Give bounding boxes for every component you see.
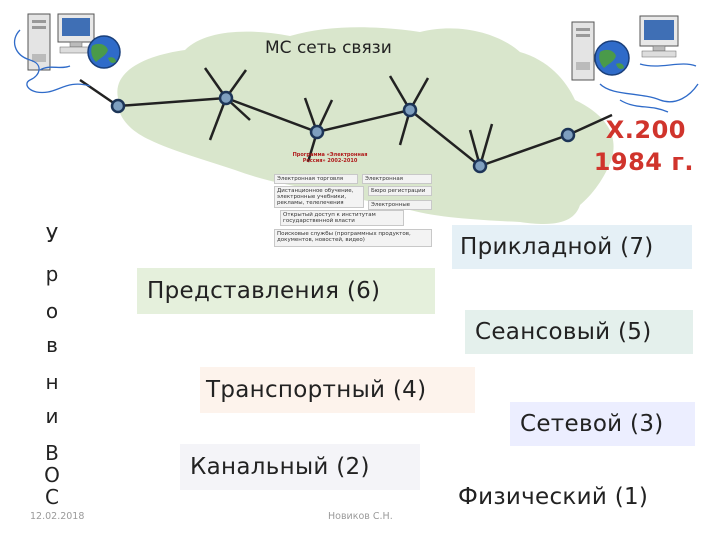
program-item: Электронные подписи xyxy=(368,200,432,210)
level-application: Прикладной (7) xyxy=(452,225,692,269)
vertical-label-letter: У xyxy=(42,223,62,247)
level-physical: Физический (1) xyxy=(458,484,698,528)
vertical-label-letter: О xyxy=(42,463,62,487)
program-item: Электронная коммерция xyxy=(362,174,432,184)
vertical-label-letter: н xyxy=(42,370,62,394)
footer-date: 12.02.2018 xyxy=(30,511,84,522)
level-presentation: Представления (6) xyxy=(137,268,435,314)
program-title: Программа «Электронная Россия» 2002-2010 xyxy=(288,152,372,164)
network-node xyxy=(311,126,323,138)
computer-icon xyxy=(28,14,94,70)
network-node xyxy=(404,104,416,116)
vertical-label-letter: В xyxy=(42,441,62,465)
vertical-label-letter: и xyxy=(42,404,62,428)
program-item: Бюро регистрации xyxy=(368,186,432,196)
network-title: МС сеть связи xyxy=(265,38,392,58)
footer-author: Новиков С.Н. xyxy=(328,511,393,522)
network-node xyxy=(220,92,232,104)
program-item: Открытый доступ к институтам государстве… xyxy=(280,210,404,226)
globe-icon xyxy=(595,41,629,75)
computer-icon-right-tower xyxy=(572,22,594,80)
computer-icon-right-monitor xyxy=(640,16,678,57)
level-transport: Транспортный (4) xyxy=(200,367,475,413)
vertical-label-letter: р xyxy=(42,262,62,286)
network-node xyxy=(562,129,574,141)
level-data-link: Канальный (2) xyxy=(180,444,420,490)
vertical-label-letter: С xyxy=(42,485,62,509)
computer-icon-left-tower xyxy=(28,14,50,70)
program-item: Электронная торговля xyxy=(274,174,358,184)
level-session: Сеансовый (5) xyxy=(465,310,693,354)
vertical-label-letter: о xyxy=(42,299,62,323)
program-item: Поисковые службы (программных продуктов,… xyxy=(274,229,432,247)
standard-code: X.200 xyxy=(606,116,686,144)
program-item: Дистанционное обучение, электронные учеб… xyxy=(274,186,364,208)
level-network: Сетевой (3) xyxy=(510,402,695,446)
network-node xyxy=(112,100,124,112)
network-node xyxy=(474,160,486,172)
standard-year: 1984 г. xyxy=(594,148,694,176)
vertical-label-letter: в xyxy=(42,333,62,357)
globe-icon xyxy=(88,36,120,68)
